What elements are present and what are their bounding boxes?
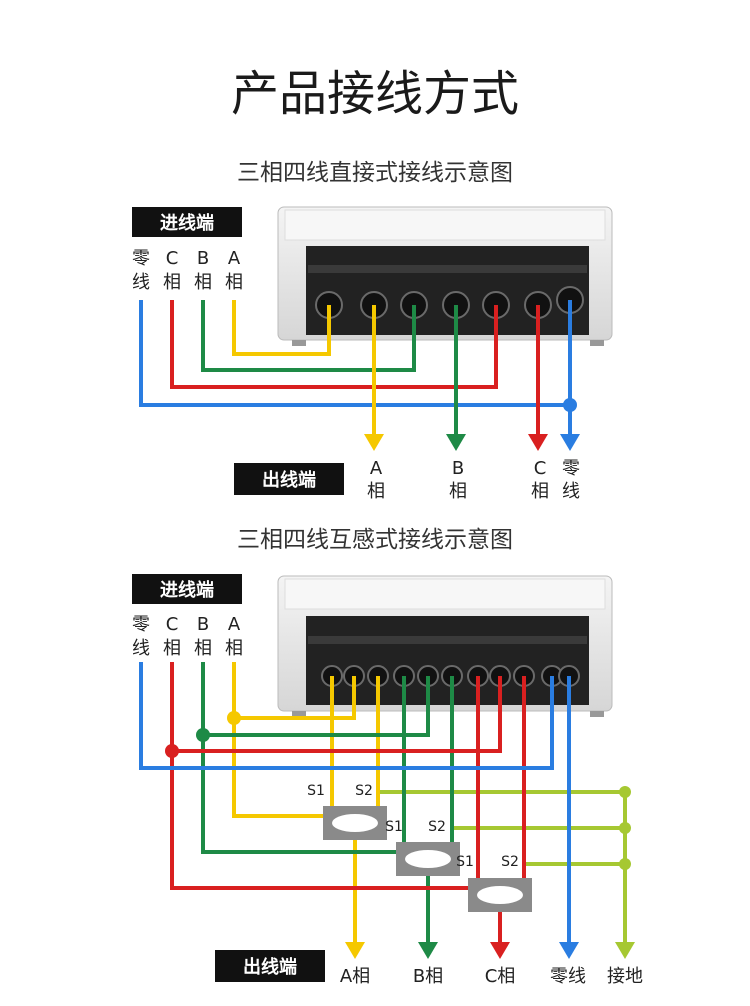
svg-text:零: 零 — [132, 614, 150, 635]
page-title: 产品接线方式 — [231, 66, 519, 122]
output-tag — [215, 950, 325, 982]
wire-phase-b-voltage — [203, 676, 430, 737]
output-tag-label: 出线端 — [243, 956, 297, 978]
meter-box — [277, 206, 613, 346]
wire-neutral-in — [139, 662, 554, 770]
direct-wiring-diagram: 三相四线直接式接线示意图 进线端 零 线 — [132, 160, 613, 502]
svg-text:相: 相 — [225, 638, 243, 659]
svg-text:相: 相 — [225, 272, 243, 293]
output-labels: A相 B相 C相 零线 接地 — [340, 966, 643, 987]
wire-phase-c-in — [170, 662, 478, 890]
current-transformer — [396, 842, 460, 876]
ct-terminal-labels: S1 S2 S1 S2 S1 S2 — [307, 783, 519, 870]
svg-text:S2: S2 — [501, 854, 519, 870]
wire-phase-a-in — [232, 300, 331, 356]
output-tag — [234, 463, 344, 495]
output-tag-label: 出线端 — [262, 469, 316, 491]
svg-text:相: 相 — [367, 481, 385, 502]
svg-text:线: 线 — [132, 272, 150, 293]
input-tag — [132, 574, 242, 604]
svg-text:C: C — [534, 458, 547, 479]
svg-text:相: 相 — [531, 481, 549, 502]
input-tag-label: 进线端 — [160, 212, 214, 234]
wire-phase-c-voltage — [172, 676, 502, 753]
wire-phase-b-in — [201, 662, 404, 854]
meter-box — [277, 575, 613, 717]
wire-neutral-in — [139, 300, 570, 407]
svg-text:相: 相 — [194, 638, 212, 659]
input-tag — [132, 207, 242, 237]
svg-text:线: 线 — [562, 481, 580, 502]
svg-text:A相: A相 — [340, 966, 370, 987]
svg-text:B: B — [452, 458, 464, 479]
svg-text:C: C — [166, 248, 179, 269]
svg-text:B: B — [197, 614, 209, 635]
input-labels: 零 线 C 相 B 相 A 相 — [132, 248, 243, 293]
output-arrows — [345, 942, 635, 959]
junctions — [165, 711, 631, 870]
neutral-junction — [563, 398, 577, 412]
wire-phase-a-voltage — [234, 676, 356, 720]
wire-phase-b-in — [201, 300, 416, 372]
svg-text:相: 相 — [449, 481, 467, 502]
svg-text:接地: 接地 — [607, 966, 643, 987]
svg-text:相: 相 — [163, 272, 181, 293]
svg-text:零线: 零线 — [550, 966, 586, 987]
diagram-title: 三相四线互感式接线示意图 — [237, 527, 513, 553]
svg-text:B: B — [197, 248, 209, 269]
wire-phase-c-in — [170, 300, 498, 389]
current-transformer — [323, 806, 387, 840]
svg-text:C相: C相 — [485, 966, 516, 987]
svg-text:A: A — [370, 458, 383, 479]
svg-text:S1: S1 — [385, 819, 403, 835]
input-labels: 零 线 C 相 B 相 A 相 — [132, 614, 243, 659]
svg-text:零: 零 — [562, 458, 580, 479]
svg-text:B相: B相 — [413, 966, 443, 987]
svg-text:S1: S1 — [307, 783, 325, 799]
svg-text:S2: S2 — [428, 819, 446, 835]
svg-text:S1: S1 — [456, 854, 474, 870]
svg-text:A: A — [228, 614, 241, 635]
current-transformer — [468, 878, 532, 912]
svg-text:A: A — [228, 248, 241, 269]
output-labels: A 相 B 相 C 相 零 线 — [367, 458, 580, 502]
diagram-title: 三相四线直接式接线示意图 — [237, 160, 513, 186]
svg-text:零: 零 — [132, 248, 150, 269]
svg-text:相: 相 — [194, 272, 212, 293]
output-arrows — [364, 434, 580, 451]
svg-text:线: 线 — [132, 638, 150, 659]
svg-text:相: 相 — [163, 638, 181, 659]
input-tag-label: 进线端 — [160, 579, 214, 601]
ct-wiring-diagram: 三相四线互感式接线示意图 进 — [132, 527, 643, 987]
svg-text:C: C — [166, 614, 179, 635]
svg-text:S2: S2 — [355, 783, 373, 799]
